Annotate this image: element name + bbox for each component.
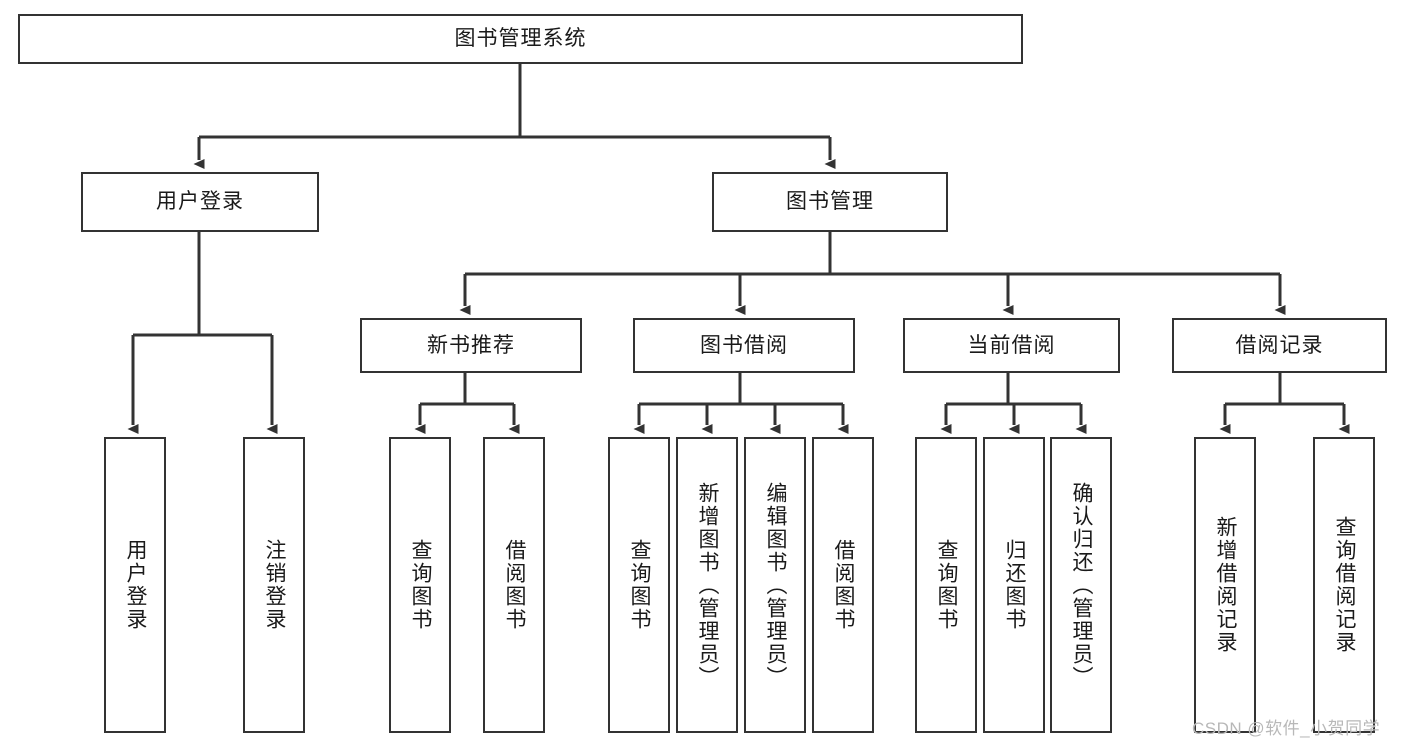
node-leaf-confirm-return-label: 确认归还（管理员） <box>1070 481 1093 689</box>
node-user-login-label: 用户登录 <box>156 190 244 214</box>
node-leaf-query-book-2-label: 查询图书 <box>628 539 651 631</box>
node-book-manage[interactable]: 图书管理 <box>712 172 948 232</box>
node-root-label: 图书管理系统 <box>454 27 587 51</box>
node-leaf-query-book-3[interactable]: 查询图书 <box>915 437 977 733</box>
node-leaf-add-record-label: 新增借阅记录 <box>1214 516 1237 654</box>
node-leaf-add-book-label: 新增图书（管理员） <box>696 481 719 689</box>
node-leaf-query-book-2[interactable]: 查询图书 <box>608 437 670 733</box>
node-book-borrow-label: 图书借阅 <box>700 333 788 357</box>
node-book-borrow[interactable]: 图书借阅 <box>633 318 855 373</box>
node-root[interactable]: 图书管理系统 <box>18 14 1023 64</box>
node-leaf-add-record[interactable]: 新增借阅记录 <box>1194 437 1256 733</box>
node-new-book-recommend-label: 新书推荐 <box>427 333 515 357</box>
node-leaf-borrow-book-1[interactable]: 借阅图书 <box>483 437 545 733</box>
node-leaf-add-book[interactable]: 新增图书（管理员） <box>676 437 738 733</box>
node-borrow-record-label: 借阅记录 <box>1235 333 1324 357</box>
node-leaf-borrow-book-2[interactable]: 借阅图书 <box>812 437 874 733</box>
node-current-borrow[interactable]: 当前借阅 <box>903 318 1120 373</box>
node-leaf-query-book-1-label: 查询图书 <box>409 539 432 631</box>
node-leaf-return-book-label: 归还图书 <box>1003 539 1026 631</box>
csdn-watermark: CSDN @软件_小贺同学 <box>1192 719 1381 738</box>
node-leaf-query-record-label: 查询借阅记录 <box>1333 516 1356 654</box>
node-leaf-query-book-1[interactable]: 查询图书 <box>389 437 451 733</box>
node-leaf-edit-book[interactable]: 编辑图书（管理员） <box>744 437 806 733</box>
node-borrow-record[interactable]: 借阅记录 <box>1172 318 1387 373</box>
node-leaf-edit-book-label: 编辑图书（管理员） <box>764 481 787 689</box>
node-leaf-confirm-return[interactable]: 确认归还（管理员） <box>1050 437 1112 733</box>
node-leaf-query-book-3-label: 查询图书 <box>935 539 958 631</box>
node-leaf-query-record[interactable]: 查询借阅记录 <box>1313 437 1375 733</box>
node-new-book-recommend[interactable]: 新书推荐 <box>360 318 582 373</box>
node-leaf-return-book[interactable]: 归还图书 <box>983 437 1045 733</box>
node-current-borrow-label: 当前借阅 <box>967 333 1056 357</box>
node-leaf-user-logout-label: 注销登录 <box>263 539 286 631</box>
node-leaf-user-login[interactable]: 用户登录 <box>104 437 166 733</box>
node-leaf-user-login-label: 用户登录 <box>124 539 147 631</box>
node-book-manage-label: 图书管理 <box>786 190 874 214</box>
node-leaf-user-logout[interactable]: 注销登录 <box>243 437 305 733</box>
node-leaf-borrow-book-2-label: 借阅图书 <box>832 539 855 631</box>
node-leaf-borrow-book-1-label: 借阅图书 <box>503 539 526 631</box>
node-user-login[interactable]: 用户登录 <box>81 172 319 232</box>
